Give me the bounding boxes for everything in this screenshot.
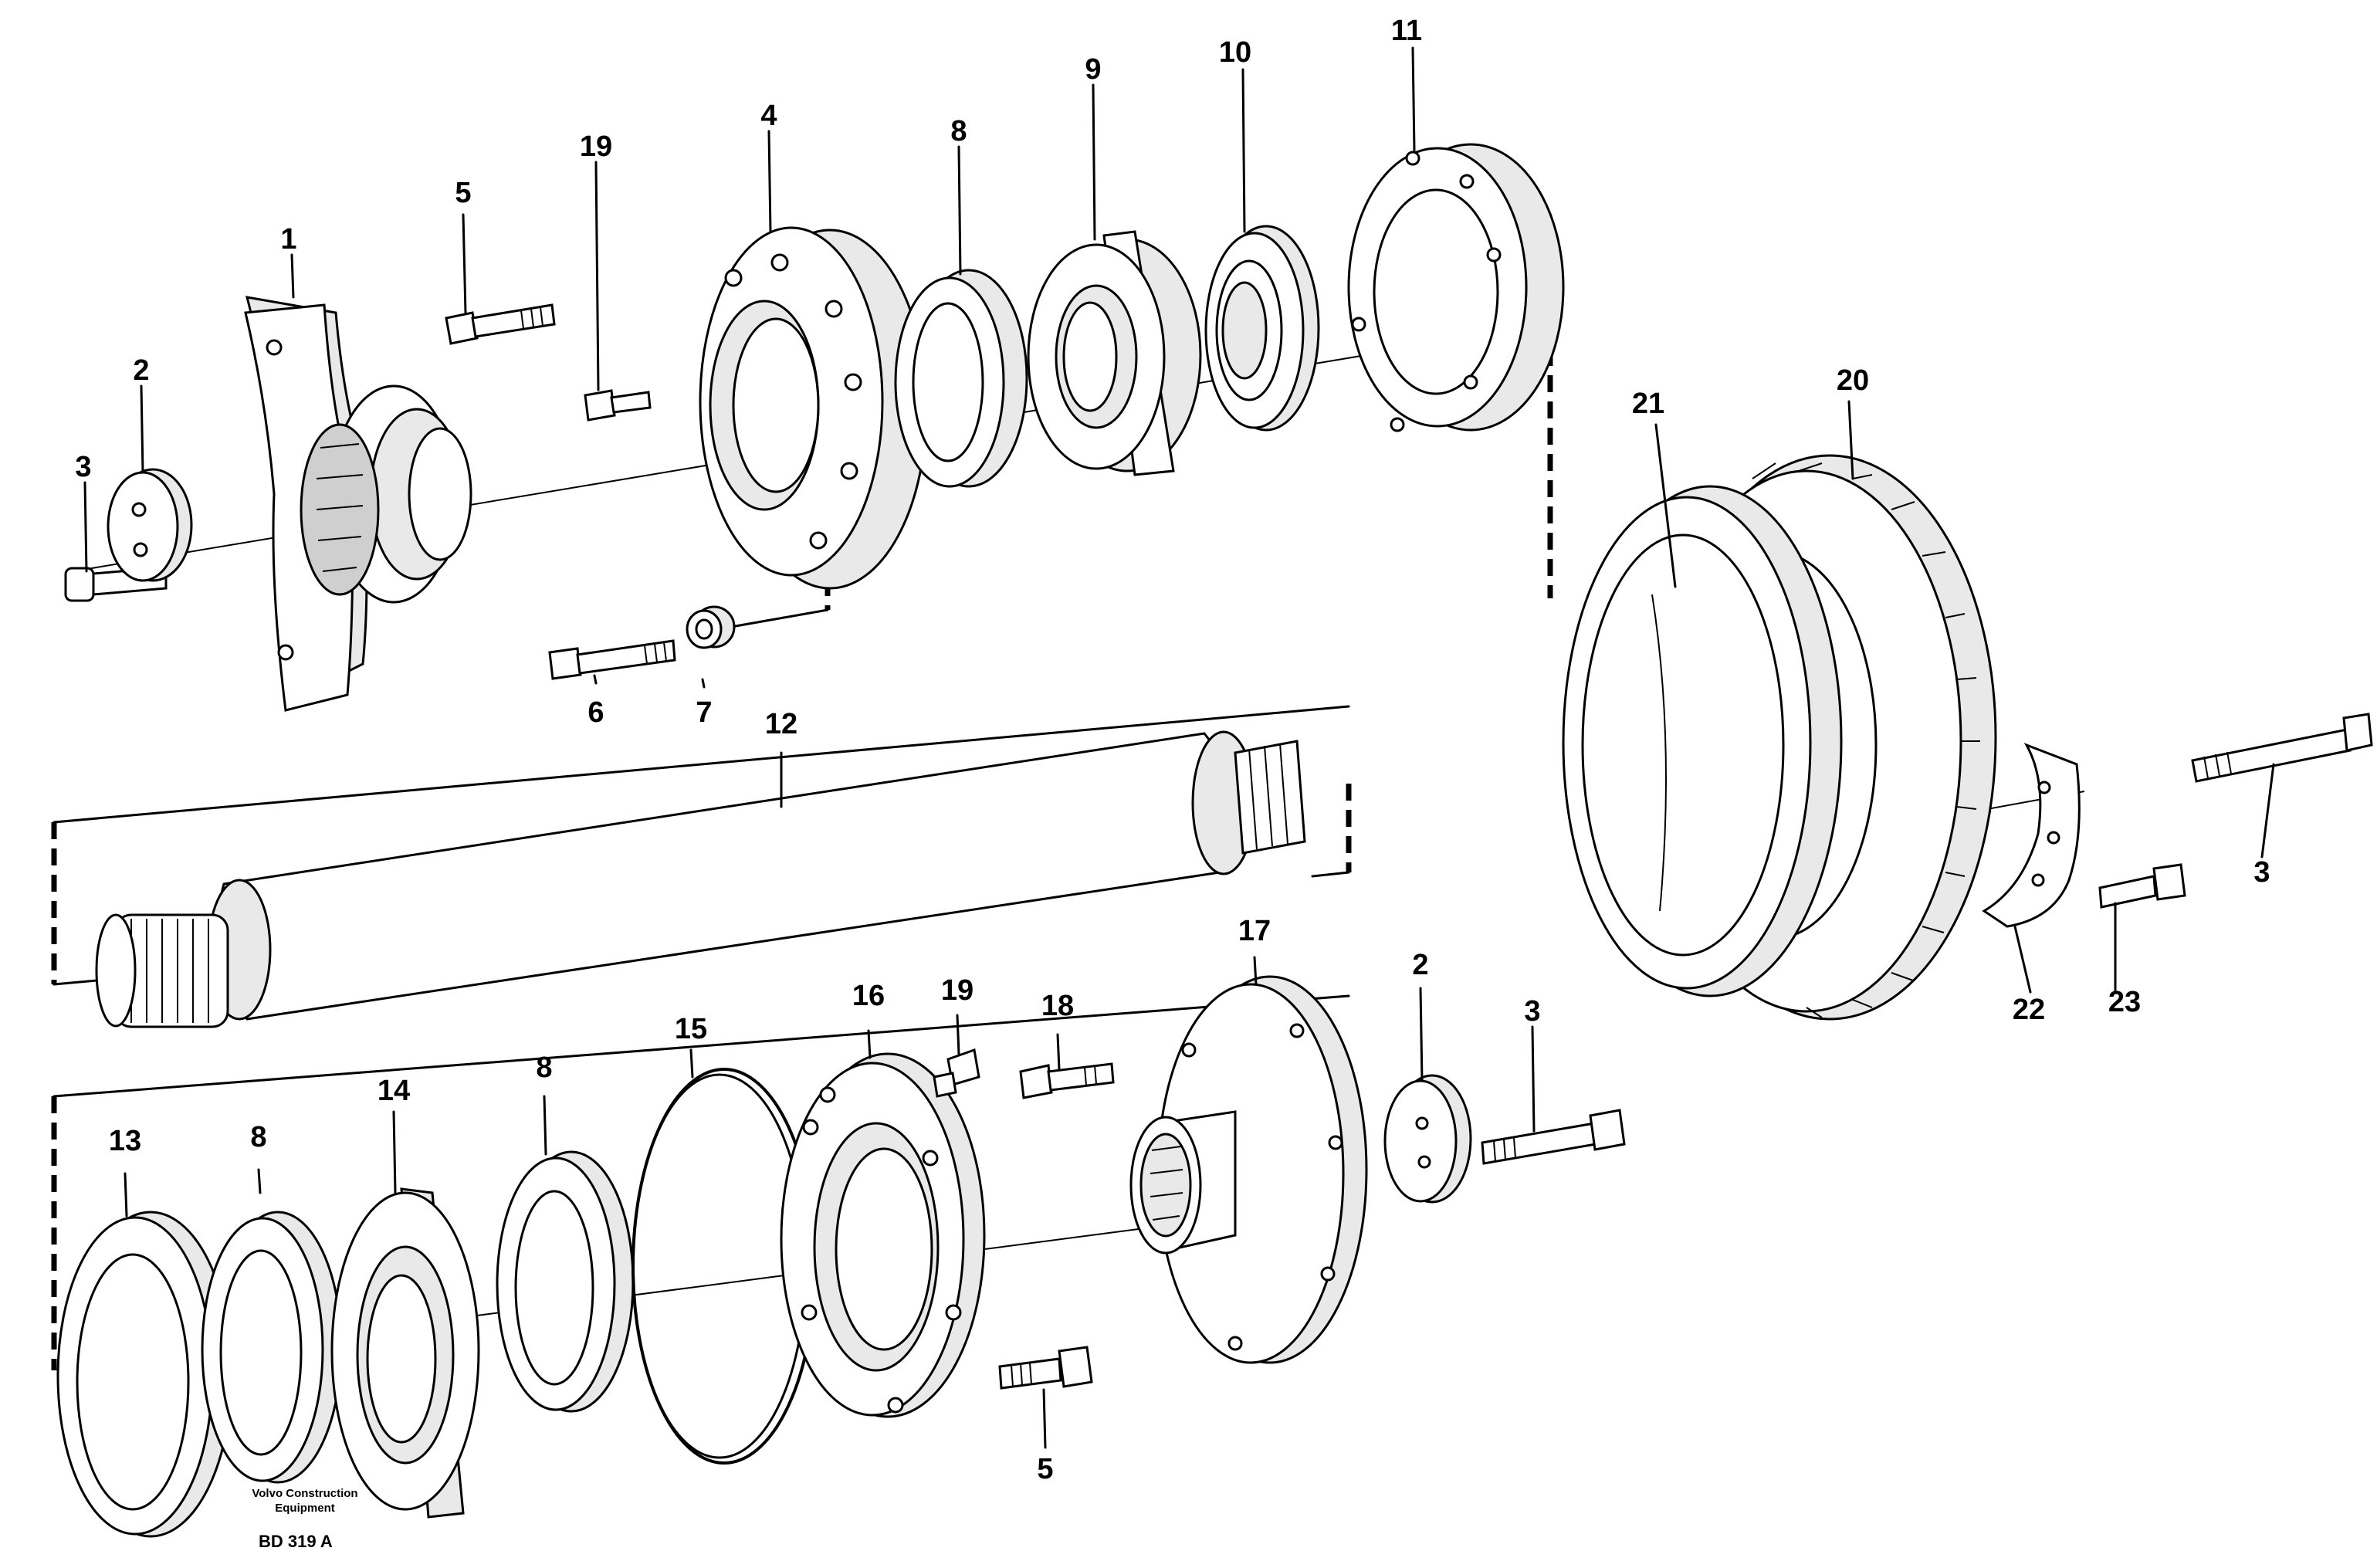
washer-part-2-lower bbox=[1383, 1074, 1472, 1204]
callout-3-lower: 3 bbox=[1524, 995, 1540, 1028]
bolt-part-6 bbox=[548, 639, 676, 680]
bolt-part-18 bbox=[1019, 1062, 1115, 1099]
callout-5-upper: 5 bbox=[455, 177, 471, 209]
callout-8-upper: 8 bbox=[950, 115, 967, 147]
bearing-part-9 bbox=[1027, 230, 1202, 476]
callout-2-upper: 2 bbox=[133, 354, 149, 387]
callout-14: 14 bbox=[378, 1075, 410, 1107]
callout-10: 10 bbox=[1219, 36, 1251, 69]
callout-21: 21 bbox=[1632, 388, 1664, 420]
callout-12: 12 bbox=[765, 708, 797, 740]
cover-flange-part-16 bbox=[780, 1052, 986, 1418]
drive-shaft-part-12 bbox=[95, 730, 1306, 1028]
drawing-footer: Volvo Construction Equipment BD 319 A bbox=[252, 1487, 357, 1551]
bearing-housing-part-4 bbox=[699, 226, 928, 590]
callout-leaders bbox=[83, 46, 2275, 1449]
callout-9: 9 bbox=[1085, 53, 1101, 86]
callout-3-upper-left: 3 bbox=[75, 451, 91, 483]
bearing-race-part-10 bbox=[1204, 225, 1320, 432]
callout-4: 4 bbox=[760, 100, 777, 132]
bolt-part-5-upper bbox=[445, 303, 556, 345]
ring-part-21 bbox=[1562, 485, 1843, 997]
bolt-part-3-lower bbox=[1481, 1109, 1626, 1165]
housing-ring-part-11 bbox=[1347, 143, 1565, 432]
seal-part-8-upper bbox=[894, 269, 1028, 488]
bolt-part-19-upper bbox=[584, 389, 652, 422]
seal-part-8-lower-middle bbox=[496, 1150, 635, 1413]
callout-22: 22 bbox=[2013, 994, 2045, 1026]
callout-3-right: 3 bbox=[2253, 856, 2270, 889]
bolt-part-3-right bbox=[2191, 713, 2373, 783]
bolt-part-5-lower bbox=[998, 1346, 1093, 1390]
callout-15: 15 bbox=[675, 1013, 707, 1045]
callout-labels: 1 2 3 4 5 6 7 8 9 10 11 19 12 13 8 14 8 … bbox=[75, 15, 2270, 1485]
bolt-part-19-lower bbox=[933, 1048, 980, 1098]
callout-18: 18 bbox=[1041, 990, 1074, 1022]
callout-5-lower: 5 bbox=[1037, 1453, 1053, 1485]
washer-part-2-upper bbox=[107, 468, 193, 582]
callout-16: 16 bbox=[852, 980, 885, 1012]
callout-19-lower: 19 bbox=[941, 974, 973, 1007]
callout-7: 7 bbox=[696, 696, 712, 729]
callout-23: 23 bbox=[2108, 986, 2141, 1018]
callout-8-lower-middle: 8 bbox=[536, 1052, 552, 1084]
bearing-cup-part-14 bbox=[330, 1187, 480, 1519]
yoke-flange-part-1 bbox=[244, 296, 472, 712]
output-flange-part-17 bbox=[1129, 975, 1368, 1364]
callout-8-lower-left: 8 bbox=[250, 1121, 266, 1153]
brand-line-1: Volvo Construction bbox=[252, 1487, 357, 1500]
callout-17: 17 bbox=[1238, 915, 1271, 947]
retainer-part-22 bbox=[1982, 743, 2081, 928]
brand-line-2: Equipment bbox=[275, 1502, 335, 1515]
spacer-part-7 bbox=[686, 605, 736, 649]
callout-19-upper: 19 bbox=[580, 130, 612, 163]
callout-1: 1 bbox=[280, 223, 296, 256]
callout-11: 11 bbox=[1391, 15, 1422, 47]
callout-20: 20 bbox=[1837, 364, 1869, 397]
drawing-code: BD 319 A bbox=[259, 1532, 333, 1551]
bolt-part-23 bbox=[2098, 863, 2186, 909]
callout-13: 13 bbox=[109, 1125, 141, 1157]
callout-6: 6 bbox=[587, 696, 604, 729]
callout-2-lower: 2 bbox=[1412, 949, 1428, 981]
seal-part-13 bbox=[56, 1211, 233, 1538]
seal-part-8-lower-left bbox=[201, 1211, 343, 1484]
